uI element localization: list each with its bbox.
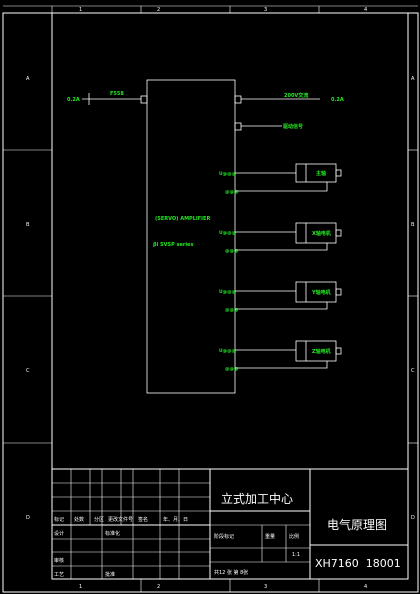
channel-3: U@@@ @@@ Y轴电机 (219, 281, 342, 313)
sheet-info: 共12 张 第 8张 (214, 569, 248, 576)
supply-terminal (234, 95, 242, 104)
row-mark-a-left: A (26, 76, 30, 82)
column-mark-3: 3 (264, 7, 267, 13)
rev-header-count: 处数 (74, 516, 84, 523)
servo-amplifier-block (146, 79, 236, 394)
rev-header-sign: 签名 (138, 516, 148, 523)
amplifier-series: βi SVSP series (153, 242, 193, 248)
row-review: 审核 (54, 557, 64, 564)
rev-header-doc: 更改文件号 (108, 516, 133, 523)
channel-4-ret-label: @@@ (225, 366, 239, 372)
drawing-title: 电气原理图 (327, 517, 387, 532)
channel-2: U@@@ @@@ X轴电机 (219, 222, 342, 254)
motor-2-label: X轴电机 (312, 230, 331, 237)
supply-tag: 0.2A (331, 97, 344, 103)
input-voltage-label: 0.2A (67, 97, 80, 103)
weight-header: 重量 (265, 533, 275, 540)
column-mark-2-bottom: 2 (157, 584, 160, 590)
column-mark-4-bottom: 4 (364, 584, 367, 590)
rev-header-zone: 分区 (94, 516, 104, 523)
rev-header-date: 年、月、日 (163, 516, 188, 523)
project-title: 立式加工中心 (221, 491, 293, 506)
row-mark-c-right: C (411, 368, 415, 374)
row-approve: 批准 (105, 571, 115, 578)
column-mark-1: 1 (79, 7, 82, 13)
column-mark-3-bottom: 3 (264, 584, 267, 590)
motor-4-label: Z轴电机 (312, 348, 331, 355)
amplifier-name: (SERVO) AMPLIFIER (155, 216, 210, 222)
motor-1-label: 主轴 (316, 170, 326, 177)
supply-label: 200V交流 (284, 92, 308, 99)
title-block: 标记 处数 分区 更改文件号 签名 年、月、日 设计 标准化 审核 工艺 批准 … (51, 468, 409, 580)
scale-header: 比例 (289, 533, 299, 540)
row-mark-b-left: B (26, 222, 30, 228)
channel-2-out-label: U@@@ (219, 230, 237, 236)
breaker-label: F558 (110, 91, 124, 97)
channel-1: U@@@ @@@ 主轴 (219, 163, 342, 195)
channel-4: U@@@ @@@ Z轴电机 (219, 340, 342, 372)
row-design: 设计 (54, 530, 64, 537)
channel-4-out-label: U@@@ (219, 348, 237, 354)
channel-1-out-label: U@@@ (219, 171, 237, 177)
row-mark-d-right: D (411, 515, 415, 521)
signal-label: 驱动信号 (283, 123, 303, 130)
row-mark-d-left: D (26, 515, 30, 521)
scale-value: 1:1 (292, 552, 300, 558)
channel-3-ret-label: @@@ (225, 307, 239, 313)
column-mark-1-bottom: 1 (79, 584, 82, 590)
row-mark-a-right: A (411, 76, 415, 82)
column-mark-4: 4 (364, 7, 367, 13)
motor-3-label: Y轴电机 (311, 289, 331, 296)
signal-terminal (234, 122, 242, 131)
channel-3-out-label: U@@@ (219, 289, 237, 295)
stage-mark-header: 阶段标记 (214, 533, 234, 540)
row-mark-c-left: C (26, 368, 30, 374)
input-terminal (140, 95, 148, 104)
channel-1-ret-label: @@@ (225, 189, 239, 195)
drawing-number: XH7160 18001 (315, 557, 401, 570)
row-standardization: 标准化 (105, 530, 120, 537)
rev-header-mark: 标记 (54, 516, 64, 523)
row-process: 工艺 (54, 572, 64, 578)
row-mark-b-right: B (411, 222, 415, 228)
column-mark-2: 2 (157, 7, 160, 13)
channel-2-ret-label: @@@ (225, 248, 239, 254)
